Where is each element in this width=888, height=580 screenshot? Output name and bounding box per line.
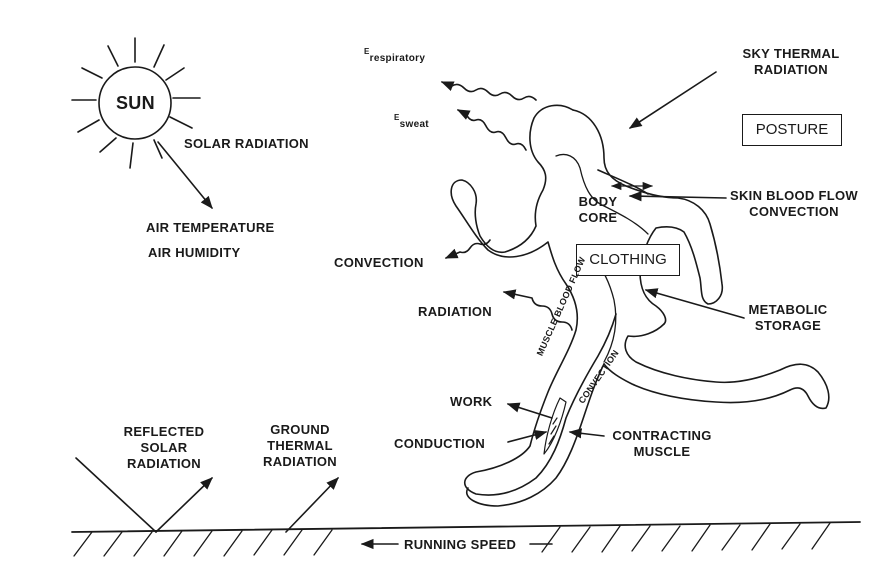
reflected-solar-radiation-label: REFLECTED SOLAR RADIATION (123, 424, 205, 471)
conduction-label: CONDUCTION (394, 436, 486, 451)
skin-blood-flow-arrow (628, 191, 727, 202)
work-label: WORK (450, 394, 493, 409)
posture-box: POSTURE (742, 114, 842, 146)
ground-line (71, 521, 861, 533)
e-sweat-label: Esweat (394, 113, 429, 130)
sun-label: SUN (116, 93, 155, 113)
air-humidity-label: AIR HUMIDITY (148, 245, 241, 260)
metabolic-storage-arrow (644, 288, 745, 319)
ground-thermal-radiation-label: GROUND THERMAL RADIATION (263, 422, 337, 469)
convection-arrow (444, 239, 491, 259)
sky-thermal-radiation-label: SKY THERMAL RADIATION (742, 46, 840, 77)
sun-circle (98, 66, 172, 140)
incident-solar-line (75, 457, 157, 533)
clothing-box: CLOTHING (576, 244, 680, 276)
reflected-solar-arrow (155, 477, 213, 533)
metabolic-storage-label: METABOLIC STORAGE (748, 302, 828, 333)
solar-radiation-label: SOLAR RADIATION (184, 136, 309, 151)
ground-thermal-arrow (285, 477, 339, 533)
contracting-muscle-label: CONTRACTING MUSCLE (612, 428, 712, 459)
sun-rays (71, 37, 201, 169)
solar-radiation-arrow (157, 141, 213, 209)
convection-label: CONVECTION (334, 255, 424, 270)
skin-blood-flow-label: SKIN BLOOD FLOW CONVECTION (730, 188, 858, 219)
radiation-label: RADIATION (418, 304, 492, 319)
air-temperature-label: AIR TEMPERATURE (146, 220, 275, 235)
radiation-arrow (502, 289, 573, 331)
sky-thermal-arrow (628, 71, 717, 129)
e-sweat-arrow (456, 109, 527, 151)
conduction-arrow (507, 429, 548, 443)
work-arrow (506, 402, 553, 419)
body-core-label: BODY CORE (578, 194, 618, 225)
muscle-sketch (543, 397, 567, 455)
e-respiratory-arrow (440, 81, 537, 101)
e-respiratory-label: Erespiratory (364, 47, 426, 64)
ground-hatching (73, 522, 831, 557)
running-speed-label: RUNNING SPEED (402, 537, 519, 553)
contracting-muscle-arrow (568, 428, 605, 439)
